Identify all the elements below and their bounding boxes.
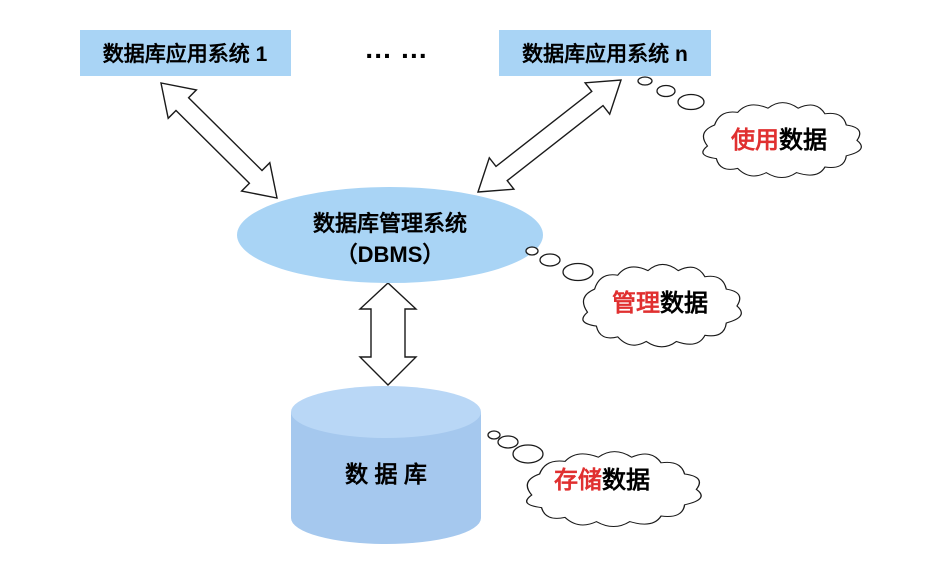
bubble-small (637, 76, 653, 86)
app-system-1-node: 数据库应用系统 1 (80, 30, 291, 76)
database-cylinder-body (291, 412, 481, 544)
bubble-small (487, 430, 501, 440)
database-label: 数 据 库 (345, 461, 427, 487)
database-node: 数 据 库 (291, 386, 481, 544)
bubble-trail-store-data (487, 430, 544, 464)
app-system-n-box (499, 30, 711, 76)
bubble-large (677, 93, 705, 111)
dbms-label-line1: 数据库管理系统 (313, 211, 467, 236)
database-cylinder-top (291, 386, 481, 438)
bubble-trail-manage-data (525, 246, 594, 282)
cloud-store-data-label: 存储数据 (554, 466, 650, 494)
bubble-medium (497, 435, 519, 449)
bubble-medium (539, 253, 561, 267)
cloud-manage-data-rest: 数据 (660, 290, 708, 317)
app-system-n-node: 数据库应用系统 n (499, 30, 711, 76)
bubble-small (525, 246, 539, 256)
cloud-use-data-rest: 数据 (779, 127, 827, 154)
bubble-trail-use-data (637, 76, 705, 111)
arrow-dbms-database (358, 282, 418, 386)
bubble-large (512, 444, 544, 464)
dbms-label-line2: （DBMS） (336, 242, 445, 267)
cloud-store-data-highlight: 存储 (554, 466, 602, 494)
arrow-app1-dbms (160, 82, 278, 199)
arrow-appn-dbms (477, 79, 622, 193)
cloud-manage-data-label: 管理数据 (612, 289, 708, 317)
cloud-manage-data-highlight: 管理 (612, 289, 660, 317)
dbms-node: 数据库管理系统 （DBMS） (237, 187, 543, 283)
ellipsis-dots: … … (364, 33, 428, 64)
cloud-store-data-rest: 数据 (602, 467, 650, 494)
cloud-use-data-highlight: 使用 (730, 127, 779, 154)
cloud-use-data-label: 使用数据 (730, 127, 827, 154)
bubble-large (562, 262, 594, 282)
app-system-1-box (80, 30, 291, 76)
app-system-n-label: 数据库应用系统 n (522, 42, 688, 66)
app-system-1-label: 数据库应用系统 1 (103, 42, 268, 66)
dbms-ellipse (237, 187, 543, 283)
bubble-medium (656, 84, 676, 98)
